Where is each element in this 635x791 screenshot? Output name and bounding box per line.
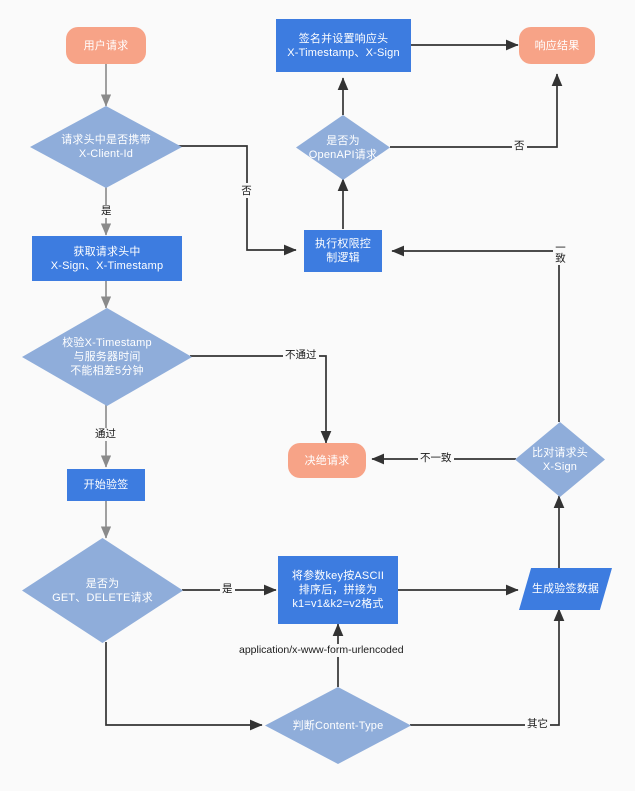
node-reject-request[interactable]: 决绝请求: [288, 443, 366, 478]
edge-label-sign-mismatch: 不一致: [418, 452, 454, 465]
node-response-result[interactable]: 响应结果: [519, 27, 595, 64]
node-sort-params[interactable]: 将参数key按ASCII 排序后，拼接为 k1=v1&k2=v2格式: [278, 556, 398, 624]
node-auth-control-label: 执行权限控 制逻辑: [315, 238, 371, 264]
edge-label-yes-client-id: 是: [99, 205, 114, 218]
edge-label-not-openapi: 否: [512, 140, 527, 153]
edge-is-get-delete-to-judge-content-type: [105, 642, 263, 731]
edge-label-timestamp-pass: 通过: [93, 428, 118, 441]
edge-label-sign-match: 一致: [553, 240, 566, 265]
node-has-client-id-label: 请求头中是否携带 X-Client-Id: [61, 134, 151, 160]
edge-label-no-client-id: 否: [239, 183, 252, 198]
edge-verify-timestamp-to-reject-request: [190, 355, 332, 444]
node-get-headers[interactable]: 获取请求头中 X-Sign、X-Timestamp: [32, 236, 182, 281]
edge-judge-content-type-to-gen-sign-data: [410, 608, 565, 726]
data-shape: [519, 568, 612, 610]
node-user-request-label: 用户请求: [83, 39, 129, 52]
node-is-openapi[interactable]: 是否为 OpenAPI请求: [296, 115, 390, 180]
node-verify-timestamp-label: 校验X-Timestamp 与服务器时间 不能相差5分钟: [62, 337, 152, 377]
node-has-client-id[interactable]: 请求头中是否携带 X-Client-Id: [30, 106, 182, 188]
node-gen-sign-data-label: 生成验签数据: [531, 583, 600, 595]
node-gen-sign-data[interactable]: 生成验签数据: [519, 568, 612, 610]
node-start-verify-label: 开始验签: [83, 479, 129, 491]
edge-is-openapi-to-response-result: [390, 73, 563, 148]
node-reject-request-label: 决绝请求: [304, 454, 350, 467]
node-sign-set-headers[interactable]: 签名并设置响应头 X-Timestamp、X-Sign: [276, 19, 411, 72]
node-verify-timestamp[interactable]: 校验X-Timestamp 与服务器时间 不能相差5分钟: [22, 308, 192, 406]
node-judge-content-type[interactable]: 判断Content-Type: [265, 687, 411, 764]
edge-has-client-id-to-auth-control: [172, 145, 297, 256]
edge-label-form-urlencoded: application/x-www-form-urlencoded: [237, 644, 406, 657]
node-judge-content-type-label: 判断Content-Type: [292, 719, 384, 732]
node-compare-x-sign[interactable]: 比对请求头 X-Sign: [515, 422, 605, 497]
node-response-result-label: 响应结果: [534, 39, 580, 52]
node-is-openapi-label: 是否为 OpenAPI请求: [308, 134, 378, 161]
node-get-headers-label: 获取请求头中 X-Sign、X-Timestamp: [50, 245, 164, 272]
node-sort-params-label: 将参数key按ASCII 排序后，拼接为 k1=v1&k2=v2格式: [291, 570, 385, 610]
node-start-verify[interactable]: 开始验签: [67, 469, 145, 501]
node-user-request[interactable]: 用户请求: [66, 27, 146, 64]
node-is-get-delete[interactable]: 是否为 GET、DELETE请求: [22, 538, 183, 643]
edge-label-timestamp-fail: 不通过: [283, 349, 319, 362]
edge-label-yes-get-delete: 是: [220, 583, 235, 596]
node-is-get-delete-label: 是否为 GET、DELETE请求: [52, 577, 153, 604]
node-compare-x-sign-label: 比对请求头 X-Sign: [532, 446, 588, 473]
node-auth-control[interactable]: 执行权限控 制逻辑: [304, 230, 382, 272]
edge-label-other-content-type: 其它: [525, 718, 550, 731]
edge-compare-x-sign-to-auth-control: [391, 245, 560, 422]
node-sign-set-headers-label: 签名并设置响应头 X-Timestamp、X-Sign: [287, 32, 400, 59]
